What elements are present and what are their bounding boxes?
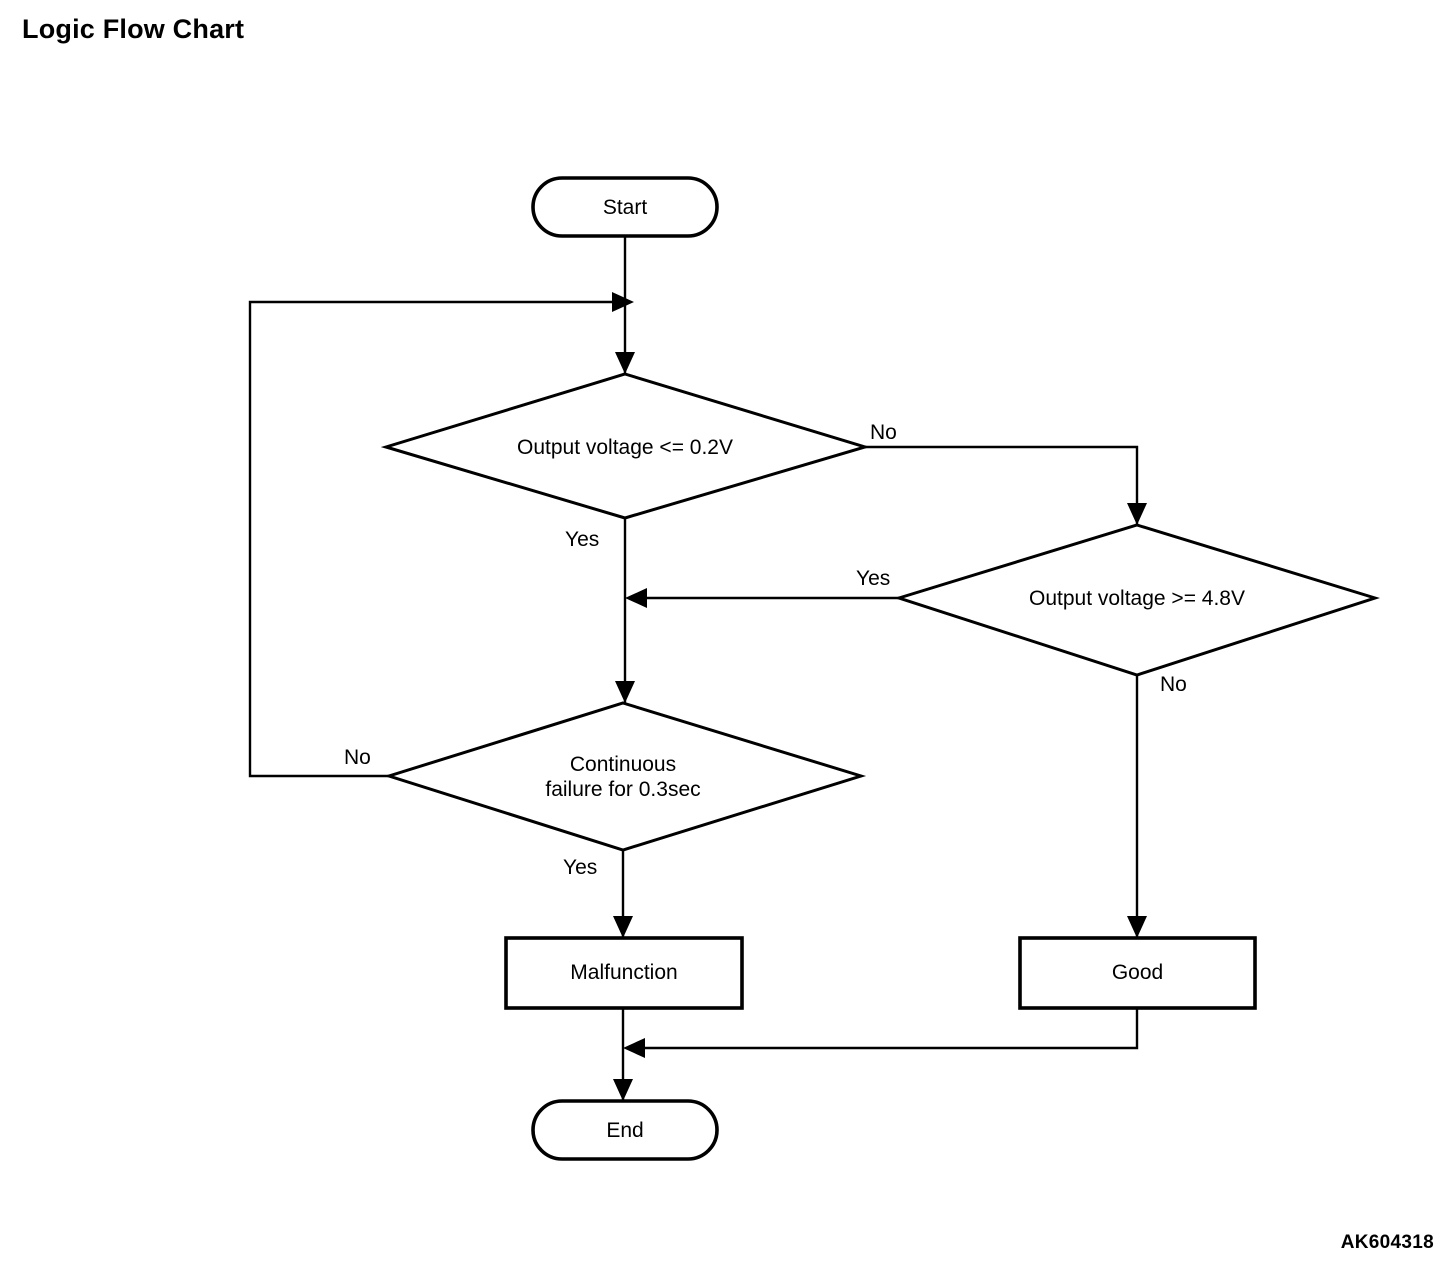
node-start[interactable]	[531, 176, 719, 238]
node-decision3[interactable]	[383, 701, 867, 852]
reference-code: AK604318	[1340, 1232, 1434, 1253]
arrowhead-good-merge	[623, 1038, 645, 1058]
node-decision1[interactable]	[380, 372, 871, 520]
arrowhead-into-decision3	[615, 681, 635, 703]
edge-decision1-no	[865, 445, 1139, 525]
edge-decision3-no-loop	[248, 300, 612, 778]
arrowhead-decision2-yes	[625, 588, 647, 608]
arrowhead-into-end	[613, 1079, 633, 1101]
arrowhead-into-malfunction	[613, 916, 633, 938]
edge-good-to-end	[645, 1008, 1139, 1050]
arrowhead-into-good	[1127, 916, 1147, 938]
node-malfunction[interactable]	[504, 936, 744, 1010]
node-decision2[interactable]	[894, 523, 1380, 677]
node-good[interactable]	[1018, 936, 1257, 1010]
edges-layer	[248, 235, 1147, 1101]
arrowhead-into-decision1	[615, 352, 635, 374]
page-title: Logic Flow Chart	[22, 14, 245, 44]
arrowhead-loop-rejoin	[612, 292, 634, 312]
arrowhead-into-decision2	[1127, 503, 1147, 525]
node-end[interactable]	[531, 1099, 719, 1161]
nodes-layer	[380, 176, 1380, 1161]
